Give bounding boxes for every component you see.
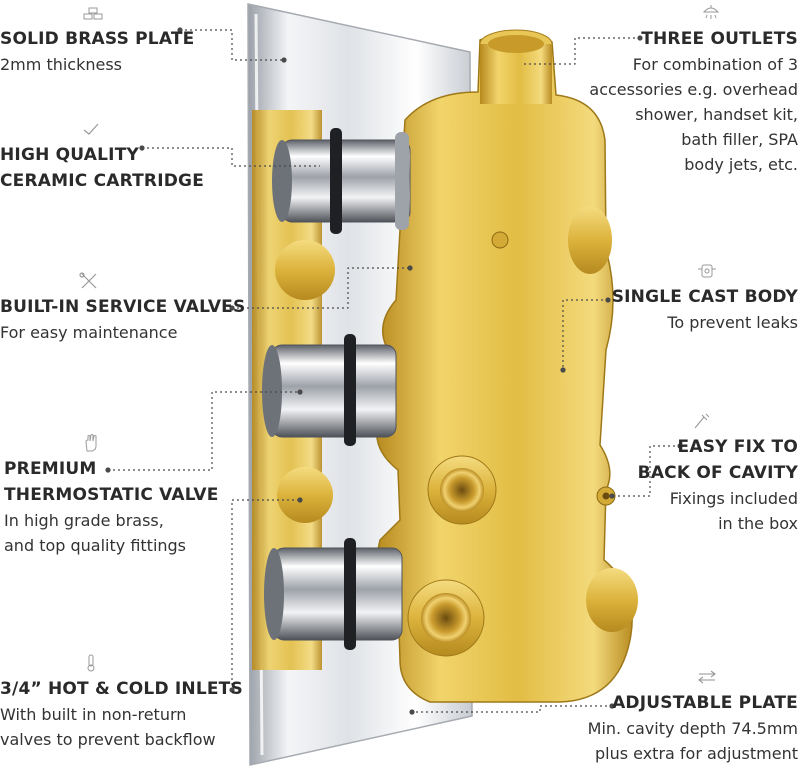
feature-desc-line: With built in non-return: [0, 705, 187, 724]
feature-desc-line: bath filler, SPA: [681, 130, 798, 149]
feature-desc-line: For combination of 3: [632, 55, 798, 74]
feature-three-outlets: THREE OUTLETS For combination of 3 acces…: [589, 4, 798, 177]
feature-title: EASY FIX TO BACK OF CAVITY: [637, 437, 798, 483]
feature-solid-brass-plate: SOLID BRASS PLATE 2mm thickness: [0, 4, 194, 77]
feature-ceramic-cartridge: HIGH QUALITY CERAMIC CARTRIDGE: [0, 120, 204, 194]
cartridge-bottom: [264, 538, 403, 650]
feature-easy-fix: EASY FIX TO BACK OF CAVITY Fixings inclu…: [638, 412, 798, 536]
feature-title: BUILT-IN SERVICE VALVES: [0, 297, 246, 317]
feature-inlets: 3/4” HOT & COLD INLETS With built in non…: [0, 654, 243, 752]
feature-desc-line: and top quality fittings: [4, 536, 187, 555]
feature-desc-line: accessories e.g. overhead: [589, 80, 798, 99]
feature-desc-line: Min. cavity depth 74.5mm: [587, 719, 798, 738]
hand-icon: [85, 434, 97, 452]
feature-desc-line: For easy maintenance: [0, 323, 178, 342]
feature-desc-line: in the box: [718, 514, 798, 533]
cartridge-top: [272, 128, 411, 234]
feature-title: 3/4” HOT & COLD INLETS: [0, 679, 243, 699]
feature-title: THREE OUTLETS: [641, 29, 798, 49]
feature-desc-line: 2mm thickness: [0, 55, 123, 74]
feature-title: PREMIUM THERMOSTATIC VALVE: [4, 459, 219, 505]
feature-desc-line: valves to prevent backflow: [0, 730, 216, 749]
feature-desc-line: body jets, etc.: [684, 155, 798, 174]
cartridge-middle: [262, 334, 397, 446]
cast-body-icon: [698, 264, 716, 278]
tools-icon: [79, 272, 97, 289]
feature-desc-line: To prevent leaks: [667, 313, 798, 332]
feature-title: SOLID BRASS PLATE: [0, 29, 195, 49]
feature-desc-line: plus extra for adjustment: [594, 744, 798, 763]
feature-title: HIGH QUALITY CERAMIC CARTRIDGE: [0, 145, 205, 191]
screw-icon: [694, 413, 710, 429]
feature-desc-line: Fixings included: [669, 489, 798, 508]
feature-adjustable-plate: ADJUSTABLE PLATE Min. cavity depth 74.5m…: [588, 668, 798, 766]
arrows-icon: [698, 670, 716, 684]
thermometer-icon: [87, 654, 95, 672]
feature-title: SINGLE CAST BODY: [611, 287, 798, 307]
feature-desc-line: shower, handset kit,: [635, 105, 798, 124]
brick-icon: [83, 7, 103, 20]
feature-single-cast-body: SINGLE CAST BODY To prevent leaks: [612, 262, 798, 335]
feature-desc-line: In high grade brass,: [4, 511, 164, 530]
feature-title: ADJUSTABLE PLATE: [612, 693, 798, 713]
feature-service-valves: BUILT-IN SERVICE VALVES For easy mainten…: [0, 272, 245, 345]
feature-thermostatic-valve: PREMIUM THERMOSTATIC VALVE In high grade…: [4, 434, 219, 558]
shower-icon: [702, 5, 720, 19]
check-icon: [83, 123, 99, 135]
